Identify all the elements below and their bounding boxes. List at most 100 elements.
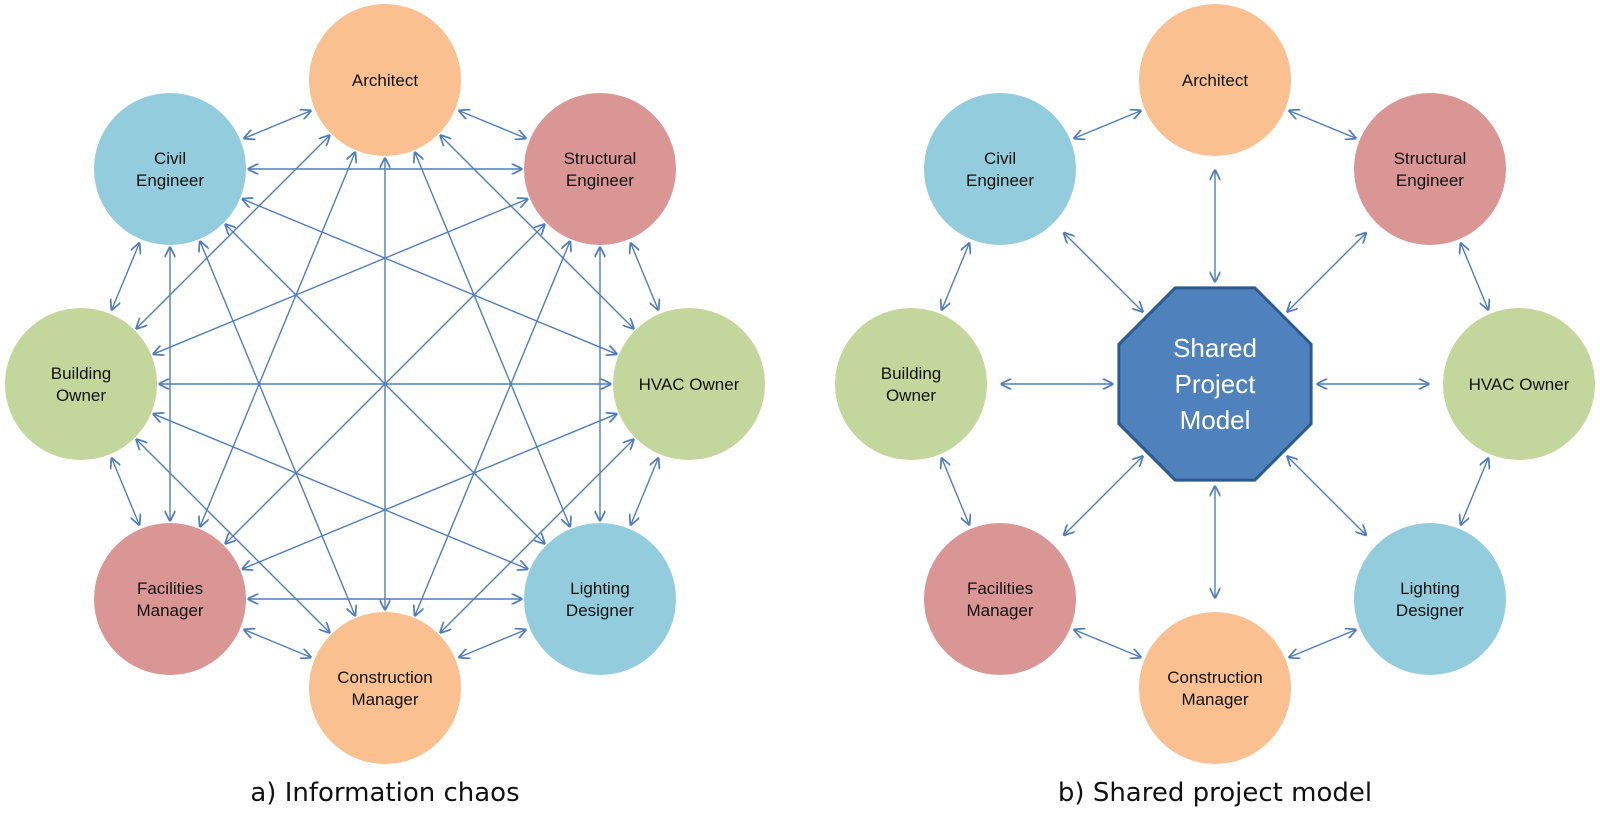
- node-circle: [524, 523, 676, 675]
- node-circle: [5, 308, 157, 460]
- node-hvac-owner: HVAC Owner: [1443, 308, 1595, 460]
- hub-spoke-arrow: [1064, 233, 1143, 312]
- node-label-line: Engineer: [136, 171, 204, 190]
- ring-arrow: [1461, 458, 1489, 525]
- node-label-line: Facilities: [137, 579, 203, 598]
- ring-arrow: [459, 630, 526, 658]
- node-architect: Architect: [1139, 4, 1291, 156]
- node-circle: [835, 308, 987, 460]
- node-circle: [1139, 4, 1291, 156]
- node-label-line: Lighting: [1400, 579, 1460, 598]
- ring-arrow: [244, 630, 311, 658]
- node-label-line: Engineer: [566, 171, 634, 190]
- mesh-links: [112, 111, 659, 658]
- node-label-line: Building: [881, 364, 942, 383]
- node-label-line: Manager: [136, 601, 203, 620]
- caption-shared-project-model: b) Shared project model: [1058, 778, 1372, 808]
- node-label-line: Owner: [886, 386, 936, 405]
- node-label: HVAC Owner: [1469, 375, 1570, 394]
- ring-arrow: [942, 243, 970, 310]
- node-label-line: Building: [51, 364, 112, 383]
- node-label-line: Manager: [966, 601, 1033, 620]
- ring-arrow: [112, 458, 140, 525]
- node-label-line: Engineer: [1396, 171, 1464, 190]
- node-circle: [613, 308, 765, 460]
- node-circle: [524, 93, 676, 245]
- node-label-line: Owner: [56, 386, 106, 405]
- node-label-line: Designer: [1396, 601, 1464, 620]
- node-label-line: HVAC Owner: [1469, 375, 1570, 394]
- node-label-line: Engineer: [966, 171, 1034, 190]
- hub-label-line: Shared: [1173, 333, 1257, 363]
- node-label-line: Structural: [1394, 149, 1467, 168]
- node-hvac-owner: HVAC Owner: [613, 308, 765, 460]
- ring-arrow: [631, 243, 659, 310]
- node-circle: [924, 523, 1076, 675]
- node-circle: [1354, 93, 1506, 245]
- hub-label-line: Model: [1180, 405, 1251, 435]
- ring-arrow: [244, 111, 311, 139]
- hub-spoke-arrow: [1287, 456, 1366, 535]
- ring-arrow: [459, 111, 526, 139]
- hub-label-line: Project: [1175, 369, 1257, 399]
- ring-arrow: [942, 458, 970, 525]
- ring-arrow: [1074, 630, 1141, 658]
- mesh-arrow: [200, 241, 355, 616]
- node-label-line: Designer: [566, 601, 634, 620]
- node-label-line: Manager: [351, 690, 418, 709]
- node-label-line: Manager: [1181, 690, 1248, 709]
- node-label-line: Structural: [564, 149, 637, 168]
- node-circle: [924, 93, 1076, 245]
- caption-information-chaos: a) Information chaos: [250, 778, 519, 808]
- ring-arrow: [1289, 630, 1356, 658]
- ring-arrow: [1074, 111, 1141, 139]
- ring-arrow: [112, 243, 140, 310]
- node-circle: [309, 612, 461, 764]
- node-label: HVAC Owner: [639, 375, 740, 394]
- shared-project-model-hub: [1117, 286, 1313, 482]
- hub-spoke-arrow: [1287, 233, 1366, 312]
- hub-links: [942, 111, 1489, 658]
- node-label-line: Construction: [1167, 668, 1262, 687]
- node-label-line: Lighting: [570, 579, 630, 598]
- node-label-line: Civil: [984, 149, 1016, 168]
- node-label-line: Construction: [337, 668, 432, 687]
- node-circle: [1354, 523, 1506, 675]
- node-label: Architect: [352, 71, 418, 90]
- node-label-line: Civil: [154, 149, 186, 168]
- hub-spoke-arrow: [1064, 456, 1143, 535]
- ring-arrow: [1289, 111, 1356, 139]
- node-architect: Architect: [309, 4, 461, 156]
- node-circle: [94, 93, 246, 245]
- node-label-line: Architect: [1182, 71, 1248, 90]
- node-circle: [94, 523, 246, 675]
